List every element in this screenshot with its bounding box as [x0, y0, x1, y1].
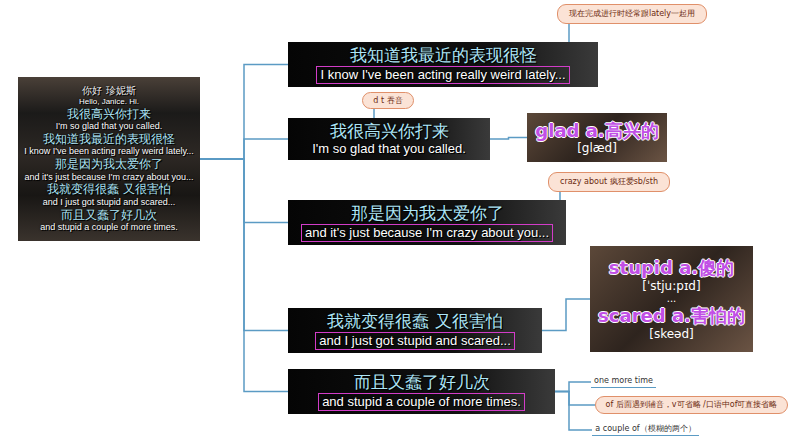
- branch-connector: [555, 392, 592, 431]
- subtitle-frame: 那是因为我太爱你了and it's just because I'm crazy…: [288, 200, 566, 245]
- node-text: and stupid a couple of more times.: [40, 222, 178, 233]
- node-text: 而且又蠢了好几次: [354, 372, 490, 392]
- node-text: 我就变得很蠢 又很害怕: [327, 311, 502, 331]
- node-text: I know I've been acting really weird lat…: [24, 146, 194, 157]
- node-text: ...: [667, 293, 677, 305]
- node-text: and stupid a couple of more times.: [318, 393, 525, 411]
- note-callout: 现在完成进行时经常跟lately一起用: [557, 4, 707, 24]
- node-text: 而且又蠢了好几次: [61, 208, 157, 222]
- branch-connector: [555, 382, 591, 392]
- vocab-card: glad a.高兴的[glæd]: [527, 113, 667, 162]
- node-text: a couple of（模糊的两个）: [595, 424, 695, 434]
- node-text: 那是因为我太爱你了: [55, 157, 163, 171]
- note-callout: crazy about 疯狂爱sb/sth: [548, 172, 670, 192]
- node-text: I'm so glad that you called.: [312, 141, 466, 157]
- node-text: 我就变得很蠢 又很害怕: [47, 182, 171, 196]
- sub-topic: a couple of（模糊的两个）: [592, 424, 699, 436]
- subtitle-frame: 而且又蠢了好几次and stupid a couple of more time…: [288, 369, 555, 414]
- subtitle-frame: 我知道我最近的表现很怪I know I've been acting reall…: [288, 42, 598, 87]
- node-text: I know I've been acting really weird lat…: [316, 66, 569, 84]
- node-text: glad a.高兴的: [535, 120, 658, 142]
- node-text: 现在完成进行时经常跟lately一起用: [569, 9, 695, 19]
- sub-topic: one more time: [591, 376, 656, 388]
- node-text: Hello, Janice. Hi.: [79, 97, 139, 107]
- node-text: and it's just because I'm crazy about yo…: [301, 224, 553, 242]
- branch-connector: [200, 65, 288, 160]
- node-text: 我很高兴你打来: [330, 121, 449, 141]
- node-text: and I just got stupid and scared...: [315, 332, 515, 350]
- node-text: 那是因为我太爱你了: [351, 203, 504, 223]
- node-text: [ˈstju:pɪd]: [642, 279, 700, 293]
- subtitle-frame: 我很高兴你打来I'm so glad that you called.: [288, 118, 490, 160]
- note-callout: d t 吞音: [362, 92, 414, 109]
- branch-connector: [490, 138, 527, 140]
- node-text: crazy about 疯狂爱sb/sth: [560, 177, 658, 187]
- node-text: of 后面遇到辅音，v可省略 /口语中of可直接省略: [606, 400, 778, 410]
- node-text: one more time: [594, 376, 653, 386]
- subtitle-collage: 你好 珍妮斯Hello, Janice. Hi.我很高兴你打来I'm so gl…: [18, 77, 200, 241]
- vocab-card: stupid a.傻的[ˈstju:pɪd]...scared a.害怕的[sk…: [590, 246, 753, 352]
- subtitle-frame: 我就变得很蠢 又很害怕and I just got stupid and sca…: [288, 308, 542, 353]
- branch-connector: [559, 192, 561, 200]
- node-text: and it's just because I'm crazy about yo…: [24, 172, 193, 183]
- node-text: 我很高兴你打来: [67, 107, 151, 121]
- node-text: d t 吞音: [373, 96, 402, 106]
- node-text: 你好 珍妮斯: [82, 85, 135, 97]
- node-text: 我知道我最近的表现很怪: [350, 45, 537, 65]
- branch-connector: [555, 392, 595, 406]
- node-text: I'm so glad that you called.: [56, 121, 162, 132]
- node-text: stupid a.傻的: [609, 257, 734, 279]
- node-text: and I just got stupid and scared...: [43, 197, 176, 208]
- node-text: scared a.害怕的: [598, 305, 745, 327]
- branch-connector: [568, 24, 570, 42]
- branch-connector: [542, 299, 590, 331]
- node-text: [glæd]: [577, 141, 617, 155]
- branch-connector: [200, 159, 288, 392]
- node-text: [skeəd]: [649, 327, 694, 341]
- branch-connector: [200, 139, 288, 159]
- branch-connector: [373, 109, 375, 118]
- node-text: 我知道我最近的表现很怪: [43, 132, 175, 146]
- note-callout: of 后面遇到辅音，v可省略 /口语中of可直接省略: [595, 396, 788, 414]
